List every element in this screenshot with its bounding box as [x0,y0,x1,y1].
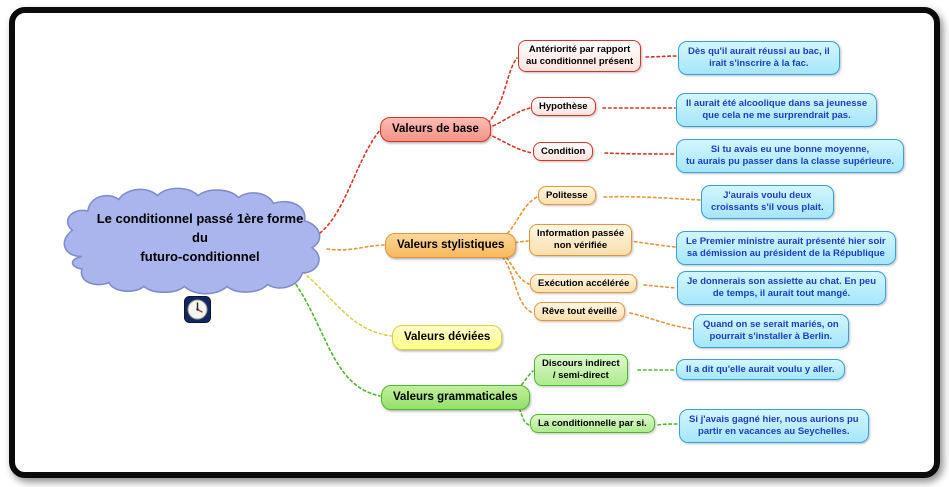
cloud-path [63,187,321,295]
branch-valeurs-stylistiques[interactable]: Valeurs stylistiques [385,233,517,258]
example-reve-tout-eveille[interactable]: Quand on se serait mariés, on pourrait s… [693,314,849,348]
connector [604,152,676,155]
connector [498,252,534,314]
example-anteriorite[interactable]: Dès qu'il aurait réussi au bac, il irait… [678,41,840,75]
connectors-valeurs-stylistiques [326,195,701,330]
root-cloud-shape [63,187,321,295]
subtopic-conditionnelle-par-si[interactable]: La conditionnelle par si. [530,414,655,434]
subtopic-condition[interactable]: Condition [533,142,594,162]
connector [498,249,530,285]
subtopic-anteriorite[interactable]: Antériorité par rapport au conditionnel … [518,40,642,72]
example-politesse[interactable]: J'aurais voulu deux croissants s'il vous… [701,185,834,219]
connector [629,312,693,330]
connector [643,284,677,289]
connector [487,57,518,124]
connector [628,240,676,248]
example-condition[interactable]: Si tu avais eu une bonne moyenne, tu aur… [676,139,905,173]
subtopic-politesse[interactable]: Politesse [538,186,596,206]
subtopic-hypothese[interactable]: Hypothèse [531,97,596,117]
subtopic-execution-acceleree[interactable]: Exécution accélérée [530,274,638,294]
connector [487,107,531,129]
subtopic-discours-indirect[interactable]: Discours indirect / semi-direct [534,354,628,386]
root-node[interactable]: Le conditionnel passé 1ère forme du futu… [96,211,304,264]
example-information-passee[interactable]: Le Premier ministre aurait présenté hier… [676,231,896,265]
connector [645,55,678,58]
connectors-valeurs-de-base [319,55,678,234]
clock-icon [184,296,211,323]
example-hypothese[interactable]: Il aurait été alcoolique dans sa jeuness… [676,93,878,127]
branch-valeurs-grammaticales[interactable]: Valeurs grammaticales [381,385,530,410]
subtopic-information-passee[interactable]: Information passée non vérifiée [529,224,633,256]
example-conditionnelle-par-si[interactable]: Si j'avais gagné hier, nous aurions pu p… [679,409,869,443]
connector [292,279,381,397]
branch-valeurs-de-base[interactable]: Valeurs de base [380,117,491,142]
connector [319,129,381,234]
connector [657,423,679,426]
example-execution-acceleree[interactable]: Je donnerais son assiette au chat. En pe… [677,271,887,305]
connector [326,244,385,251]
connector [487,133,533,154]
connectors-valeurs-deviees [302,271,392,337]
subtopic-reve-tout-eveille[interactable]: Rêve tout éveillé [534,302,625,322]
connector [302,271,392,337]
branch-valeurs-deviees[interactable]: Valeurs déviées [392,325,503,350]
example-discours-indirect[interactable]: Il a dit qu'elle aurait voulu y aller. [676,359,845,381]
connector [603,195,701,201]
